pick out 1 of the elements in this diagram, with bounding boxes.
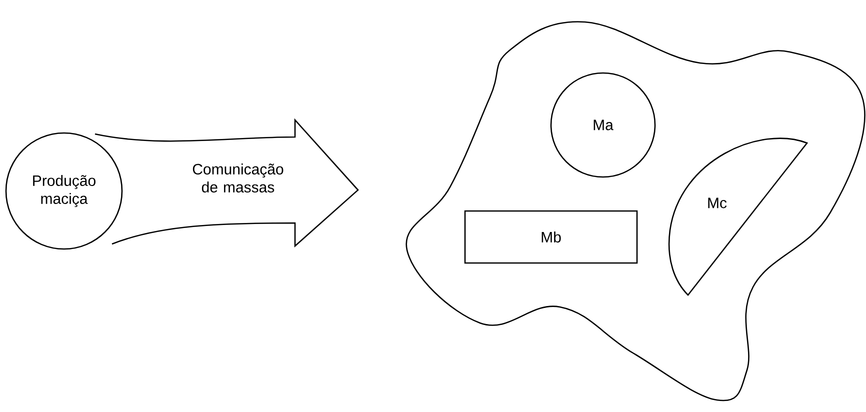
blob-shape (406, 21, 866, 402)
